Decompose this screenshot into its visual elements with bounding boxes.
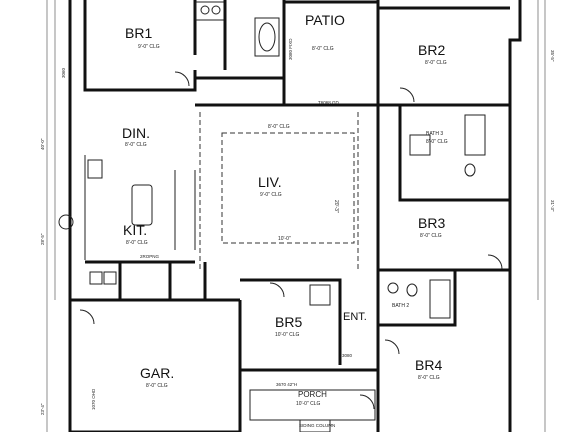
patio-door-note: 3080 FIXD [288, 38, 293, 60]
sink-right [211, 5, 221, 15]
bath3-toilet [464, 163, 476, 177]
ceiling-label-patio: 8'-0" CLG [312, 46, 334, 52]
ceiling-label-bath3: 8'-0" CLG [426, 139, 448, 145]
dimension-right: 35'-5" [550, 50, 555, 62]
ceiling-label-kit: 8'-0" CLG [126, 240, 148, 246]
porch-door-note: 3670 42"H [276, 382, 297, 387]
ceiling-label-liv: 9'-0" CLG [260, 192, 282, 198]
living-width-dim: 10'-0" [278, 236, 291, 242]
tub [258, 22, 276, 52]
door-swing-br5 [269, 282, 285, 298]
window-note-3080: 3080 [342, 353, 353, 358]
ceiling-label-br2: 8'-0" CLG [425, 60, 447, 66]
siding-note: SIDING COLUMN [299, 423, 335, 428]
ceiling-label-liv-top: 8'-0" CLG [268, 124, 290, 130]
room-label-gar: GAR. [140, 365, 174, 381]
bath3-tub [464, 114, 486, 156]
exterior-wall-right [508, 0, 522, 432]
room-label-din: DIN. [122, 125, 150, 141]
door-swing-br2 [399, 87, 415, 103]
room-label-porch: PORCH [298, 390, 327, 399]
coat-closet [309, 284, 331, 306]
room-label-br3: BR3 [418, 215, 445, 231]
bath2-tub [429, 279, 451, 319]
ac-unit [58, 214, 74, 230]
room-label-bath3: BATH 3 [426, 131, 443, 137]
window-note-3060: 3060 [61, 67, 66, 78]
door-swing-br4 [384, 339, 400, 355]
dimension-left-2: 28'-5" [40, 233, 45, 245]
bath2-walls [376, 270, 457, 327]
door-swing-br1 [174, 71, 190, 87]
ceiling-label-din: 8'-0" CLG [125, 142, 147, 148]
pantry-note: 2ROPNG [140, 254, 160, 259]
room-label-kit: KIT. [123, 222, 147, 238]
living-height-dim: 20'-3" [333, 200, 339, 213]
ceiling-label-br1: 9'-0" CLG [138, 44, 160, 50]
room-label-br2: BR2 [418, 42, 445, 58]
door-swing-garage [79, 309, 95, 325]
bath3-vanity [409, 134, 431, 156]
bath3-walls [398, 105, 510, 202]
living-ceiling-outline [221, 132, 355, 244]
door-swing-br3 [487, 254, 503, 270]
bath2-sink [387, 282, 399, 294]
ceiling-label-gar: 8'-0" CLG [146, 383, 168, 389]
br1-walls [83, 0, 197, 92]
dryer [103, 271, 117, 285]
room-label-br1: BR1 [125, 25, 152, 41]
dimension-right-2: 31'-3" [550, 200, 555, 212]
siding-column [299, 419, 331, 432]
dimension-left: 40'-0" [40, 138, 45, 150]
dimension-left-3: 23'-4" [40, 403, 45, 415]
refrigerator [87, 159, 103, 179]
ceiling-label-porch: 10'-0" CLG [296, 401, 321, 407]
washer [89, 271, 103, 285]
shower [254, 17, 280, 57]
room-label-liv: LIV. [258, 174, 282, 190]
room-label-br4: BR4 [415, 357, 442, 373]
room-label-br5: BR5 [275, 314, 302, 330]
garage-door-note: 1070 OHD [91, 388, 96, 410]
room-label-bath2: BATH 2 [392, 303, 409, 309]
bath2-toilet [406, 283, 418, 297]
kitchen-island [131, 184, 153, 226]
hall-door-note: T6068 GD [318, 100, 340, 105]
sink-left [200, 5, 210, 15]
ceiling-label-br3: 8'-0" CLG [420, 233, 442, 239]
room-label-patio: PATIO [305, 12, 345, 28]
door-swing-entry [359, 394, 375, 410]
br5-walls [240, 278, 342, 365]
ceiling-label-br5: 10'-0" CLG [275, 332, 300, 338]
room-label-ent: ENT. [343, 311, 367, 323]
ceiling-label-br4: 8'-0" CLG [418, 375, 440, 381]
